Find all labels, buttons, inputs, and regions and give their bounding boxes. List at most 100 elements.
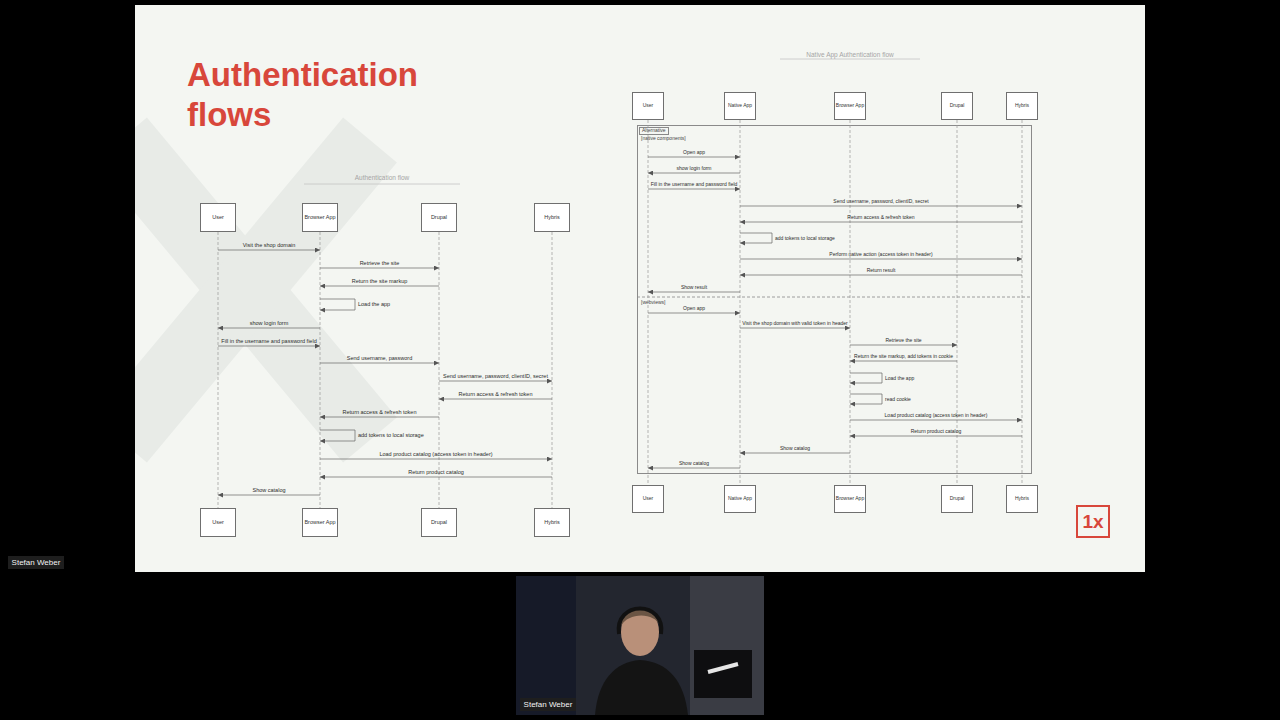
lifeline (740, 120, 741, 485)
participant-box: Drupal (421, 203, 457, 232)
message-label: Open app (683, 150, 705, 155)
frame-separator (637, 297, 1032, 298)
lifeline (850, 120, 851, 485)
frame-label: [webviews] (641, 300, 665, 306)
participant-box: Browser App (302, 203, 338, 232)
participant-label: User (212, 214, 224, 220)
message-label: Visit the shop domain (243, 243, 296, 249)
message-label: Retrieve the site (885, 338, 921, 343)
lifeline (439, 232, 440, 508)
message-label: Return access & refresh token (847, 215, 914, 220)
participant-label: Drupal (431, 519, 447, 525)
message-label: Fill in the username and password field (221, 339, 316, 345)
frame-label: Alternative (639, 127, 669, 135)
participant-label: Browser App (836, 103, 864, 109)
message-arrow (648, 292, 740, 293)
message-label: Fill in the username and password field (651, 182, 738, 187)
watermark (135, 140, 370, 440)
heading-rule (304, 184, 460, 185)
message-arrow (740, 222, 1022, 223)
participant-label: Hybris (1015, 103, 1029, 109)
participant-box: Hybris (534, 203, 570, 232)
participant-label: Native App (728, 103, 752, 109)
participant-box: User (632, 485, 664, 513)
message-label: Load the app (885, 376, 914, 381)
participant-name-tag: Stefan Weber (520, 698, 576, 711)
message-label: Return product catalog (408, 470, 464, 476)
message-label: Send username, password, clientID, secre… (833, 199, 928, 204)
message-label: Perform native action (access token in h… (829, 252, 932, 257)
participant-label: Hybris (1015, 496, 1029, 502)
message-label: Show result (681, 285, 707, 290)
lifeline (218, 232, 219, 508)
participant-box: Native App (724, 92, 756, 120)
message-label: Send username, password, clientID, secre… (443, 374, 548, 380)
message-label: Return access & refresh token (343, 410, 417, 416)
participant-label: Drupal (950, 103, 965, 109)
message-arrow (320, 299, 355, 310)
lifeline (1022, 120, 1023, 485)
message-arrow (218, 250, 320, 251)
participant-label: Hybris (544, 519, 560, 525)
participant-label: Drupal (950, 496, 965, 502)
message-arrow (740, 453, 850, 454)
message-label: Send username, password (347, 356, 412, 362)
message-arrow (850, 436, 1022, 437)
diagram-heading: Authentication flow (355, 175, 410, 182)
participant-label: User (643, 103, 654, 109)
message-arrow (740, 328, 850, 329)
message-arrow (850, 361, 957, 362)
message-arrow (648, 189, 740, 190)
message-label: Open app (683, 306, 705, 311)
message-arrow (320, 286, 439, 287)
message-label: Show catalog (252, 488, 285, 494)
participant-label: User (212, 519, 224, 525)
message-arrow (320, 459, 552, 460)
message-arrow (648, 313, 740, 314)
message-label: add tokens to local storage (775, 236, 835, 241)
lifeline (648, 120, 649, 485)
message-arrow (648, 468, 740, 469)
message-arrow (850, 345, 957, 346)
message-arrow (850, 420, 1022, 421)
participant-box: Browser App (834, 485, 866, 513)
message-arrow (320, 417, 439, 418)
participant-box: User (632, 92, 664, 120)
message-label: Return result (867, 268, 896, 273)
message-arrow (439, 399, 552, 400)
participant-label: Browser App (836, 496, 864, 502)
message-arrow (218, 346, 320, 347)
participant-name-tag: Stefan Weber (8, 556, 64, 569)
message-label: show login form (250, 321, 289, 327)
participant-box: Browser App (834, 92, 866, 120)
message-arrow (218, 328, 320, 329)
message-label: Load product catalog (access token in he… (885, 413, 988, 418)
participant-box: Drupal (941, 92, 973, 120)
message-label: Show catalog (780, 446, 810, 451)
alternative-frame: Alternative[native components] [webviews] (637, 125, 1032, 474)
message-arrow (320, 268, 439, 269)
slide-title: Authentication flows (187, 55, 437, 135)
message-label: Show catalog (679, 461, 709, 466)
message-arrow (320, 430, 355, 441)
frame-label: [native components] (641, 136, 686, 142)
participant-label: Browser App (304, 519, 335, 525)
message-label: Return product catalog (911, 429, 962, 434)
message-label: Retrieve the site (360, 261, 400, 267)
participant-box: Drupal (421, 508, 457, 537)
participant-box: User (200, 203, 236, 232)
logo-box: 1x (1076, 505, 1110, 538)
participant-box: User (200, 508, 236, 537)
diagram-heading: Native App Authentication flow (806, 52, 893, 59)
message-label: Return the site markup (352, 279, 408, 285)
message-label: Visit the shop domain with valid token i… (742, 321, 848, 326)
message-arrow (740, 275, 1022, 276)
message-arrow (850, 373, 882, 383)
message-arrow (320, 477, 552, 478)
participant-label: Drupal (431, 214, 447, 220)
message-arrow (218, 495, 320, 496)
message-arrow (648, 173, 740, 174)
message-arrow (740, 206, 1022, 207)
webcam-image (516, 576, 764, 715)
